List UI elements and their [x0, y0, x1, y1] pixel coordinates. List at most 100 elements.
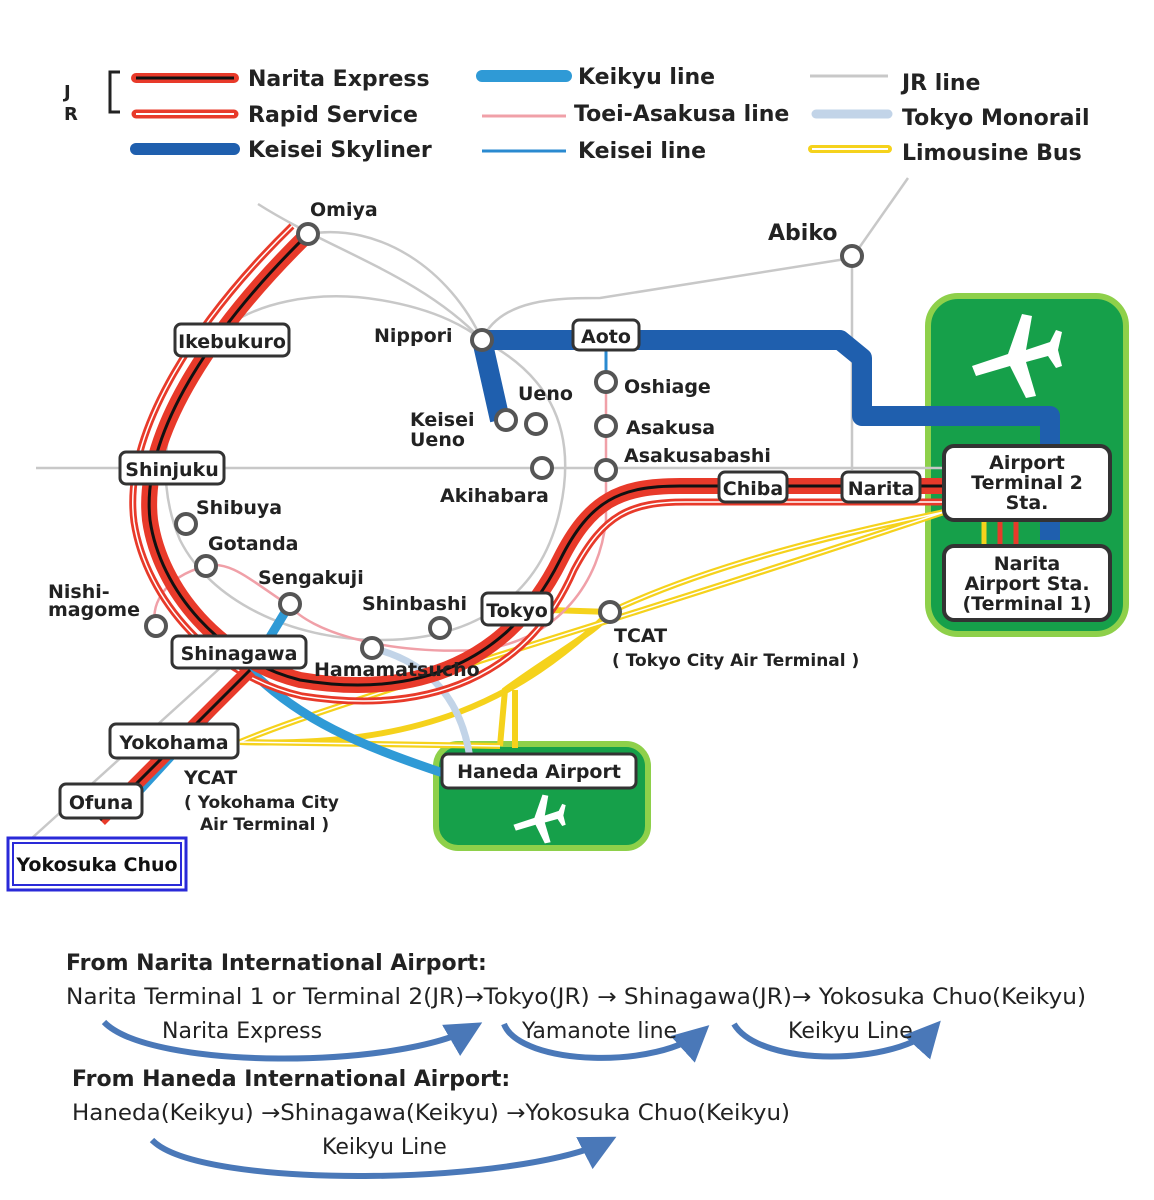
label-nishimagome-1: Nishi-: [48, 581, 110, 603]
station-box-yokohama: Yokohama: [108, 722, 240, 760]
station-box-haneda-airport: Haneda Airport: [440, 752, 638, 790]
station-marker-omiya: [296, 222, 320, 246]
station-marker-asakusabashi: [594, 458, 618, 482]
svg-text:Shinjuku: Shinjuku: [125, 459, 218, 481]
label-hamamatsucho: Hamamatsucho: [314, 659, 480, 681]
svg-text:Shinagawa: Shinagawa: [181, 643, 298, 665]
legend-item-tokyo-monorail: Tokyo Monorail: [811, 106, 1090, 131]
svg-text:Rapid Service: Rapid Service: [248, 103, 418, 128]
label-keisei-ueno-2: Ueno: [410, 429, 465, 451]
station-marker-hamamatsucho: [360, 636, 384, 660]
svg-text:Ofuna: Ofuna: [69, 792, 133, 814]
station-box-narita: Narita: [840, 470, 922, 504]
label-ycat: YCAT: [183, 767, 237, 789]
station-box-ofuna: Ofuna: [58, 782, 144, 820]
svg-text:Airport Sta.: Airport Sta.: [964, 573, 1089, 595]
legend-item-jr-line: JR line: [810, 71, 980, 96]
station-marker-shibuya: [174, 512, 198, 536]
label-oshiage: Oshiage: [624, 376, 711, 398]
label-ycat-full-1: ( Yokohama City: [184, 793, 339, 813]
legend-item-rapid-service: Rapid Service: [131, 103, 418, 128]
svg-text:Tokyo: Tokyo: [486, 600, 548, 622]
svg-text:Tokyo Monorail: Tokyo Monorail: [902, 106, 1090, 131]
route-haneda-arrow: [149, 1136, 617, 1179]
legend-item-toei-asakusa: Toei-Asakusa line: [482, 102, 789, 127]
label-ueno: Ueno: [518, 383, 573, 405]
label-shibuya: Shibuya: [196, 497, 282, 519]
svg-text:Chiba: Chiba: [723, 478, 783, 500]
station-marker-akihabara: [530, 456, 554, 480]
label-shinbashi: Shinbashi: [362, 593, 467, 615]
label-akihabara: Akihabara: [440, 485, 549, 507]
station-box-shinagawa: Shinagawa: [170, 634, 308, 670]
route-narita-arrow-1: [101, 1019, 483, 1062]
route-narita-arrow-3: [731, 1020, 941, 1060]
svg-text:Sta.: Sta.: [1006, 492, 1049, 514]
svg-text:Keikyu line: Keikyu line: [578, 65, 715, 90]
station-box-ikebukuro: Ikebukuro: [173, 322, 291, 358]
svg-text:Keisei Skyliner: Keisei Skyliner: [248, 138, 432, 163]
svg-text:Ikebukuro: Ikebukuro: [178, 331, 286, 353]
station-markers: [144, 222, 864, 660]
legend-item-narita-express: Narita Express: [131, 67, 430, 92]
route-haneda-heading: From Haneda International Airport:: [72, 1067, 510, 1092]
legend: J R Narita Express Rapid Service Keisei …: [62, 65, 1090, 166]
svg-text:Haneda Airport: Haneda Airport: [457, 761, 621, 783]
svg-text:JR line: JR line: [900, 71, 980, 96]
label-ycat-full-2: Air Terminal ): [200, 815, 329, 835]
route-haneda-leg-1: Keikyu Line: [322, 1135, 447, 1160]
legend-item-keikyu-line: Keikyu line: [476, 65, 715, 90]
station-box-tokyo: Tokyo: [480, 591, 554, 627]
route-narita-path: Narita Terminal 1 or Terminal 2(JR)→Toky…: [66, 985, 1086, 1010]
station-labels: Omiya Abiko Nippori Oshiage Ueno Keisei …: [48, 199, 859, 835]
route-narita-arrow-2: [501, 1022, 710, 1063]
label-asakusabashi: Asakusabashi: [624, 445, 771, 467]
station-box-chiba: Chiba: [717, 470, 789, 504]
svg-text:Narita: Narita: [994, 553, 1061, 575]
station-box-airport-terminal-2: Airport Terminal 2 Sta.: [942, 444, 1112, 522]
label-omiya: Omiya: [310, 199, 378, 221]
label-abiko: Abiko: [768, 221, 837, 246]
station-marker-tcat: [598, 600, 622, 624]
svg-text:Toei-Asakusa line: Toei-Asakusa line: [574, 102, 789, 127]
route-haneda-path: Haneda(Keikyu) →Shinagawa(Keikyu) →Yokos…: [72, 1101, 790, 1126]
svg-text:Narita: Narita: [848, 478, 915, 500]
station-marker-nippori: [470, 328, 494, 352]
route-narita: From Narita International Airport: Narit…: [66, 951, 1086, 1063]
station-marker-asakusa: [594, 414, 618, 438]
route-narita-leg-3: Keikyu Line: [788, 1019, 913, 1044]
label-keisei-ueno-1: Keisei: [410, 409, 475, 431]
svg-text:Keisei line: Keisei line: [578, 139, 706, 164]
legend-item-keisei-skyliner: Keisei Skyliner: [130, 138, 432, 163]
label-sengakuji: Sengakuji: [258, 567, 364, 589]
svg-text:Aoto: Aoto: [581, 326, 631, 348]
station-box-shinjuku: Shinjuku: [118, 450, 226, 486]
svg-text:Terminal 2: Terminal 2: [971, 472, 1083, 494]
legend-jr-mark-j: J: [62, 82, 71, 103]
legend-jr-mark-r: R: [64, 104, 78, 125]
label-nishimagome-2: magome: [48, 599, 140, 621]
route-haneda: From Haneda International Airport: Haned…: [72, 1067, 790, 1179]
station-marker-shinbashi: [428, 616, 452, 640]
route-narita-leg-1: Narita Express: [162, 1019, 322, 1044]
legend-jr-bracket: [108, 70, 120, 114]
station-marker-nishimagome: [144, 614, 168, 638]
station-marker-ueno: [524, 412, 548, 436]
route-narita-heading: From Narita International Airport:: [66, 951, 487, 976]
station-marker-gotanda: [194, 554, 218, 578]
station-box-yokosuka-chuo: Yokosuka Chuo: [6, 836, 188, 892]
svg-text:Yokosuka Chuo: Yokosuka Chuo: [15, 854, 177, 876]
limousine-bus-lines: [238, 509, 945, 749]
svg-text:Yokohama: Yokohama: [118, 732, 228, 754]
station-marker-oshiage: [594, 370, 618, 394]
svg-text:(Terminal 1): (Terminal 1): [962, 593, 1091, 615]
legend-item-limousine-bus: Limousine Bus: [808, 141, 1082, 166]
station-box-narita-airport-terminal-1: Narita Airport Sta. (Terminal 1): [942, 544, 1112, 622]
route-narita-leg-2: Yamanote line: [521, 1019, 677, 1044]
svg-text:Airport: Airport: [989, 452, 1065, 474]
label-gotanda: Gotanda: [208, 533, 299, 555]
legend-item-keisei-line: Keisei line: [482, 139, 706, 164]
svg-text:Limousine Bus: Limousine Bus: [902, 141, 1082, 166]
label-asakusa: Asakusa: [626, 417, 715, 439]
svg-text:Narita Express: Narita Express: [248, 67, 430, 92]
